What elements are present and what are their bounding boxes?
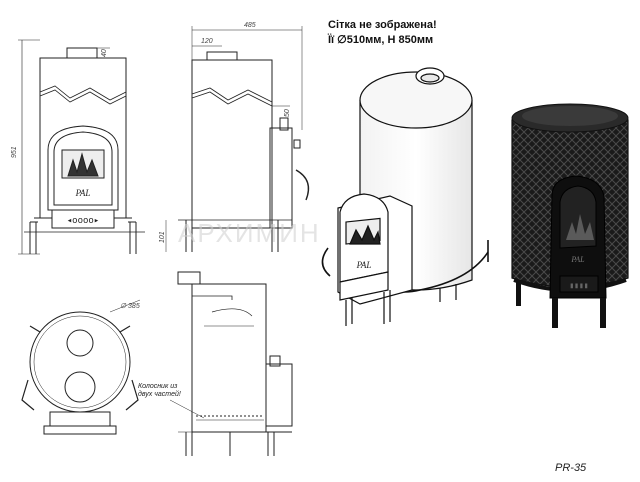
stove-body-side [191, 59, 273, 229]
grate-callout: Колосник из двух частей! [138, 383, 181, 399]
render-3d-black: PAL ▮▮▮▮ [511, 103, 629, 328]
callout-line-2: двух частей! [138, 391, 181, 398]
door-section [265, 363, 293, 427]
dim-leg-height: 101 [159, 231, 166, 243]
note-line-1: Сітка не зображена! [328, 19, 437, 31]
top-view: ∅ 385 [21, 299, 141, 435]
svg-text:▮▮▮▮: ▮▮▮▮ [569, 282, 588, 291]
svg-text:◂oooo▸: ◂oooo▸ [67, 216, 99, 226]
door-side [269, 127, 293, 229]
dim-width-total: 485 [244, 22, 256, 29]
render-3d-outline: PAL [321, 67, 489, 326]
watermark: АРХИМИН [178, 218, 321, 248]
render-black-emblem: PAL [570, 255, 585, 264]
dim-door-depth: 50 [284, 109, 291, 117]
mesh-note: Сітка не зображена! Її ∅510мм, Н 850мм [328, 18, 437, 48]
front-view: 951 40 PAL ◂oooo▸ [11, 39, 145, 255]
grate-leader [169, 399, 205, 419]
chimney-pipe [66, 47, 98, 59]
chimney-section [177, 271, 201, 285]
door-emblem: PAL [75, 188, 91, 198]
body-section [191, 283, 267, 433]
model-label: PR-35 [555, 462, 587, 474]
chimney-hole [66, 329, 94, 357]
dim-chimney-offset: 120 [201, 38, 213, 45]
chimney-pipe-side [206, 51, 238, 61]
dim-height-total: 951 [11, 146, 18, 158]
side-view: 485 120 50 101 [159, 22, 310, 252]
note-line-2: Її ∅510мм, Н 850мм [328, 34, 434, 46]
door-handle [295, 169, 310, 201]
door-top-view [49, 411, 111, 427]
render-emblem: PAL [356, 260, 372, 270]
callout-line-1: Колосник из [138, 383, 178, 390]
dim-chimney-top: 40 [101, 49, 108, 57]
flame-icon [67, 152, 99, 177]
cooktop-ring [64, 371, 96, 403]
dim-diameter: ∅ 385 [120, 303, 140, 310]
section-view [169, 271, 293, 456]
